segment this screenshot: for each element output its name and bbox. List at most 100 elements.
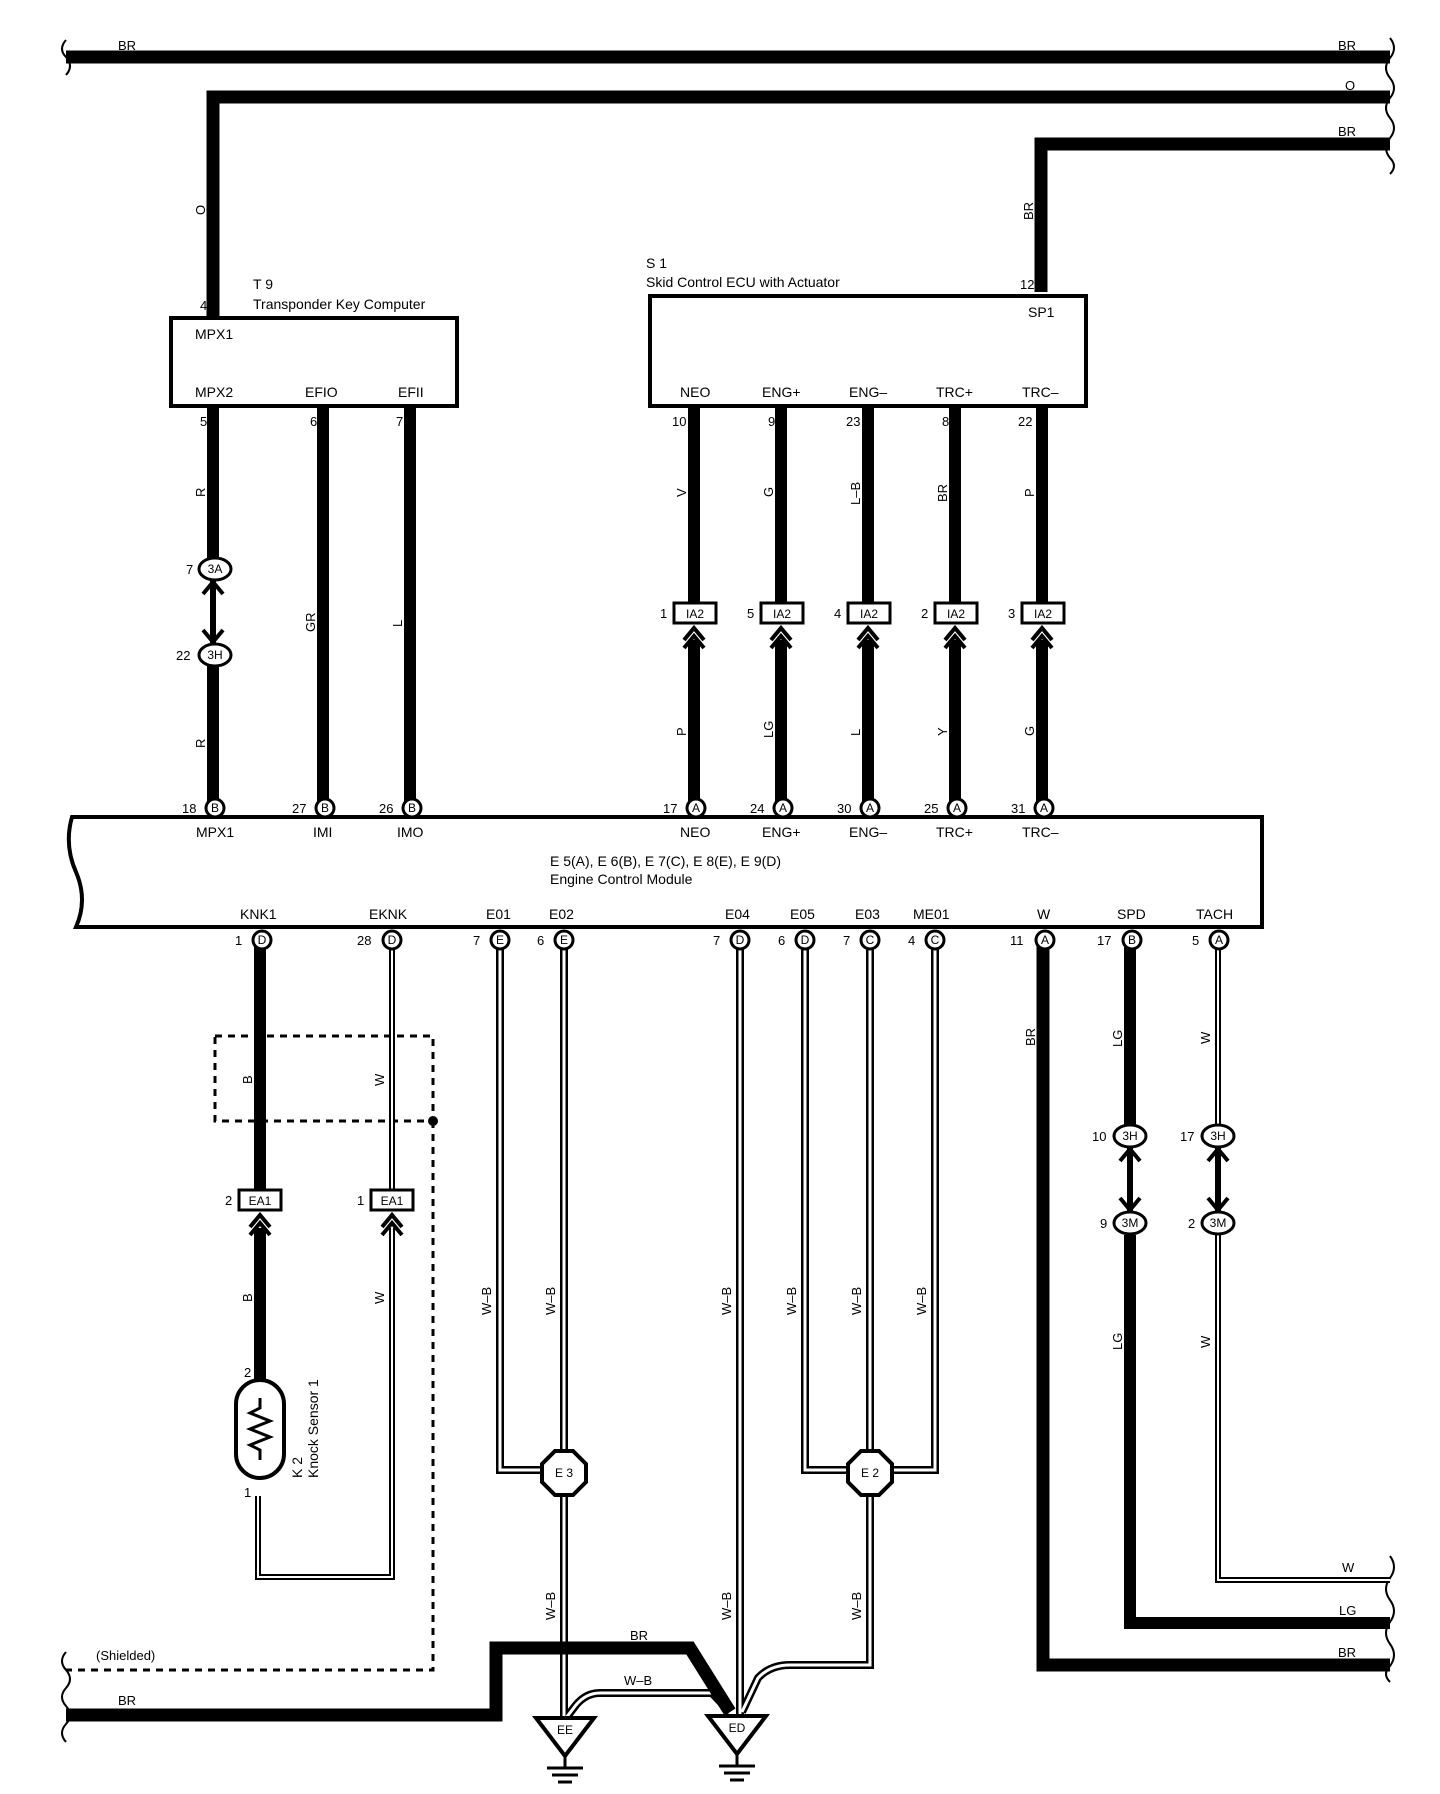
- ground-junctions: E 3 E 2: [540, 1449, 894, 1497]
- k2-pin-top: 2: [244, 1365, 251, 1380]
- ecm-bot-marker-e04: [729, 929, 751, 951]
- ecm-bot-conn-knk1: D: [258, 933, 267, 947]
- ground-ee-bars: [547, 1756, 583, 1784]
- ecm-bot-num-e03: 7: [843, 933, 850, 948]
- wl-neo-up: V: [674, 488, 689, 497]
- ground-ed-bars: [719, 1754, 755, 1782]
- connector-3m-spd-label: 3M: [1122, 1216, 1139, 1230]
- edge-label-lg-bot-right: LG: [1339, 1603, 1356, 1618]
- wl-engm-up: L–B: [848, 482, 863, 505]
- ecm-bot-conn-eknk: D: [388, 933, 397, 947]
- ecm-bot-num-tach: 5: [1192, 933, 1199, 948]
- top-wires: [66, 50, 1390, 318]
- ground-ee-label: EE: [557, 1723, 573, 1737]
- wl-tach-up: W: [1198, 1031, 1213, 1044]
- ecm-top-marker-engm: [859, 797, 881, 819]
- ecm-bot-pin-eknk: EKNK: [369, 906, 408, 922]
- t9-num-efio: 6: [310, 414, 317, 429]
- wl-eknk-dn: W: [372, 1291, 387, 1304]
- ecm-top-pin-neo: NEO: [680, 824, 710, 840]
- ia2-trcm-pin: 3: [1008, 606, 1015, 621]
- ia2-trcm-chevron: [1030, 624, 1054, 650]
- ecm-top-marker-trcm: [1033, 797, 1055, 819]
- ecm-bottom-markers: D D E E D D C C A B A 1 28 7 6 7 6 7 4 1…: [235, 929, 1230, 951]
- mpx-arrow-up: [201, 578, 225, 596]
- gw-e05: [801, 944, 850, 1474]
- edge-label-br-ground: BR: [630, 1628, 648, 1643]
- ecm-bot-pin-e04: E04: [725, 906, 750, 922]
- ea1-eknk-pin: 1: [357, 1193, 364, 1208]
- ground-ed: [703, 1714, 771, 1758]
- s1-pin-engm: ENG–: [849, 384, 887, 400]
- wire-br-sp1: [1034, 137, 1390, 292]
- ecm-bot-pin-me01: ME01: [913, 906, 950, 922]
- ecm-bot-pin-w: W: [1037, 906, 1051, 922]
- ia2-neo-pin: 1: [660, 606, 667, 621]
- ecm-bot-pin-e05: E05: [790, 906, 815, 922]
- mpx-junction: 3A 7 3H 22: [176, 556, 233, 668]
- ecm-top-num-imi: 27: [292, 801, 306, 816]
- ea1-eknk-chevron: [380, 1211, 404, 1237]
- ground-ed-label: ED: [729, 1721, 746, 1735]
- edge-label-br2-top-right: BR: [1338, 124, 1356, 139]
- shielded-label: (Shielded): [96, 1648, 155, 1663]
- ia2-engm: IA2 4: [834, 601, 892, 650]
- wire-spd-dn: [1124, 1235, 1390, 1629]
- wl-spd-up: LG: [1110, 1030, 1125, 1047]
- wl-o: O: [193, 205, 208, 215]
- shield-node: [428, 1116, 438, 1126]
- ecm-bot-conn-e04: D: [736, 933, 745, 947]
- ecm-bot-num-e05: 6: [778, 933, 785, 948]
- wl-mpx-upper: R: [193, 488, 208, 497]
- edge-label-wb-ground: W–B: [624, 1673, 652, 1688]
- wl-e03: W–B: [849, 1287, 864, 1315]
- ecm-top-marker-mpx1: [204, 797, 226, 819]
- ecm-bot-conn-e03: C: [866, 933, 875, 947]
- connector-3h-mpx: [197, 642, 233, 668]
- ea1-eknk-label: EA1: [381, 1194, 404, 1208]
- ecm-top-pin-engp: ENG+: [762, 824, 801, 840]
- t9-component: T 9 Transponder Key Computer MPX1 MPX2 E…: [169, 276, 459, 429]
- ecm-top-conn-engp: A: [779, 801, 787, 815]
- edge-label-br-top-right: BR: [1338, 38, 1356, 53]
- ecm-box: [66, 815, 1264, 929]
- s1-component: S 1 Skid Control ECU with Actuator SP1 N…: [646, 255, 1088, 429]
- s1-num-sp1: 12: [1020, 277, 1034, 292]
- t9-num-mpx1: 4: [200, 298, 207, 313]
- ea1-eknk-box: [369, 1188, 415, 1212]
- wl-trcp-dn: Y: [935, 727, 950, 736]
- ecm-bot-marker-spd: [1121, 929, 1143, 951]
- s1-pin-neo: NEO: [680, 384, 710, 400]
- ecm-bot-num-e02: 6: [537, 933, 544, 948]
- ecm-bot-marker-e05: [794, 929, 816, 951]
- edge-label-br-top-left: BR: [118, 38, 136, 53]
- ground-symbols: EE ED: [531, 1714, 771, 1784]
- ea1-knk-box: [237, 1188, 283, 1212]
- ecm-bot-pin-spd: SPD: [1117, 906, 1146, 922]
- edge-labels: BR BR O BR W LG BR BR BR W–B: [118, 38, 1356, 1708]
- wire-w-br: [1036, 944, 1390, 1672]
- wl-e04: W–B: [719, 1287, 734, 1315]
- wire-eknk: [255, 944, 395, 1580]
- wl-mpx-lower: R: [193, 739, 208, 748]
- gwi-e05: [803, 944, 850, 1472]
- wl-engp-dn: LG: [761, 721, 776, 738]
- ground-wires: [496, 944, 939, 1721]
- ecm-top-pin-trcm: TRC–: [1022, 824, 1059, 840]
- wl-trcp-up: BR: [935, 484, 950, 502]
- ecm-top-marker-imo: [401, 797, 423, 819]
- ecm-bot-conn-e01: E: [496, 933, 504, 947]
- ia2-trcp: IA2 2: [921, 601, 979, 650]
- gwi-me01: [890, 944, 937, 1472]
- ecm-top-num-mpx1: 18: [182, 801, 196, 816]
- wl-e05: W–B: [784, 1287, 799, 1315]
- ia2-trcp-label: IA2: [947, 607, 965, 621]
- ecm-component: E 5(A), E 6(B), E 7(C), E 8(E), E 9(D) E…: [66, 815, 1264, 929]
- connector-3h-spd-pin: 10: [1092, 1129, 1106, 1144]
- ia2-connectors: IA2 1 IA2 5 IA2 4 IA2 2 IA2 3: [660, 601, 1066, 650]
- junction-e3: [540, 1449, 588, 1497]
- right-wires: [1036, 944, 1390, 1672]
- ecm-top-num-imo: 26: [379, 801, 393, 816]
- mpx-arrow-dn: [201, 628, 225, 646]
- knock-sensor-wiring: EA1 2 EA1 1 2 1 K 2 Knock Sensor 1: [225, 944, 415, 1580]
